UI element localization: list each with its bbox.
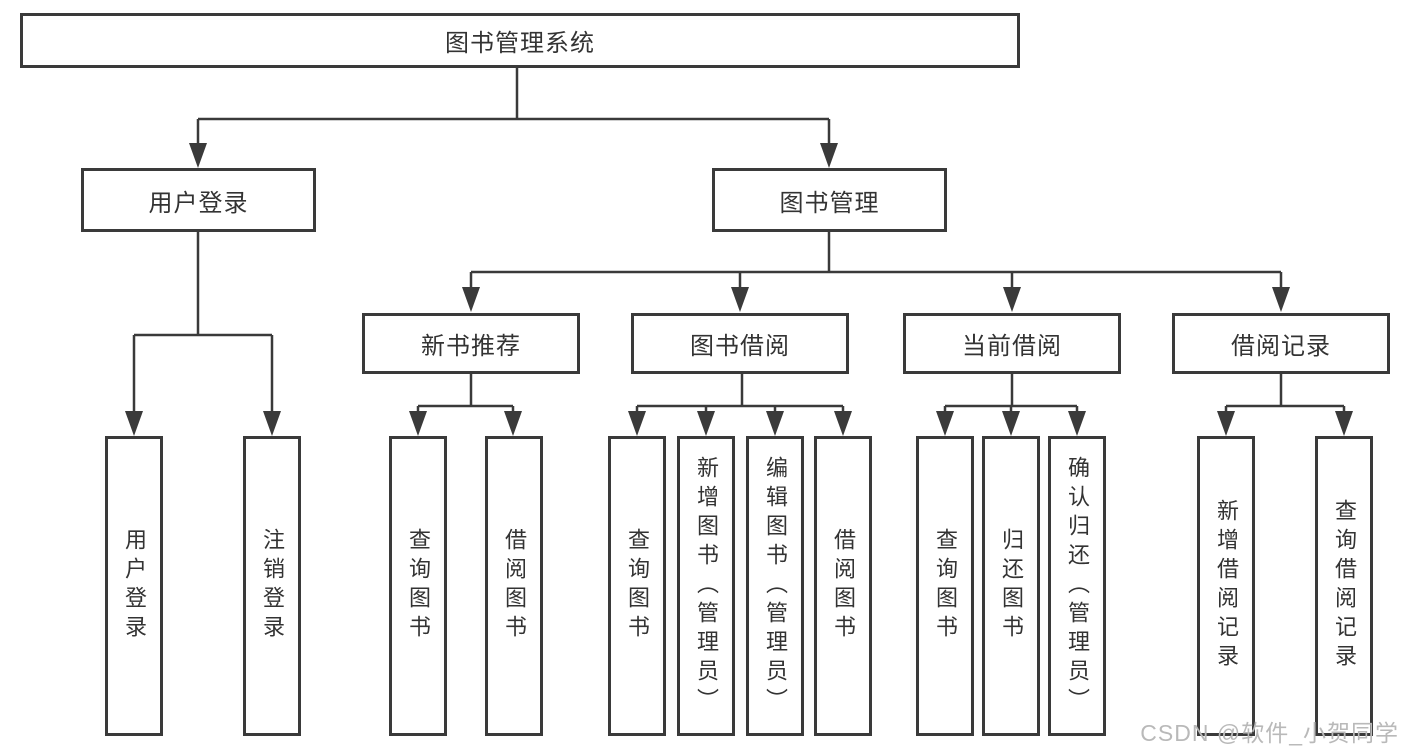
leaf-return-books: 归还图书 (982, 436, 1040, 736)
leaf-query-borrow-record: 查询借阅记录 (1315, 436, 1373, 736)
leaf-add-borrow-record: 新增借阅记录 (1197, 436, 1255, 736)
leaf-borrow-books-borrowing: 借阅图书 (814, 436, 872, 736)
node-borrowing-records: 借阅记录 (1172, 313, 1390, 374)
node-user-login: 用户登录 (81, 168, 316, 232)
node-book-borrowing: 图书借阅 (631, 313, 849, 374)
leaf-edit-books-admin: 编辑图书（管理员） (746, 436, 804, 736)
leaf-query-books-borrowing: 查询图书 (608, 436, 666, 736)
node-new-book-recommendation: 新书推荐 (362, 313, 580, 374)
leaf-user-login: 用户登录 (105, 436, 163, 736)
arrowhead-icon (125, 143, 1353, 436)
node-library-management-system: 图书管理系统 (20, 13, 1020, 68)
leaf-query-books-current: 查询图书 (916, 436, 974, 736)
leaf-logout-login: 注销登录 (243, 436, 301, 736)
leaf-add-books-admin: 新增图书（管理员） (677, 436, 735, 736)
node-book-management: 图书管理 (712, 168, 947, 232)
node-current-borrowing: 当前借阅 (903, 313, 1121, 374)
leaf-query-books-recommend: 查询图书 (389, 436, 447, 736)
leaf-borrow-books-recommend: 借阅图书 (485, 436, 543, 736)
csdn-watermark: CSDN @软件_小贺同学 (1140, 720, 1399, 746)
leaf-confirm-return-admin: 确认归还（管理员） (1048, 436, 1106, 736)
